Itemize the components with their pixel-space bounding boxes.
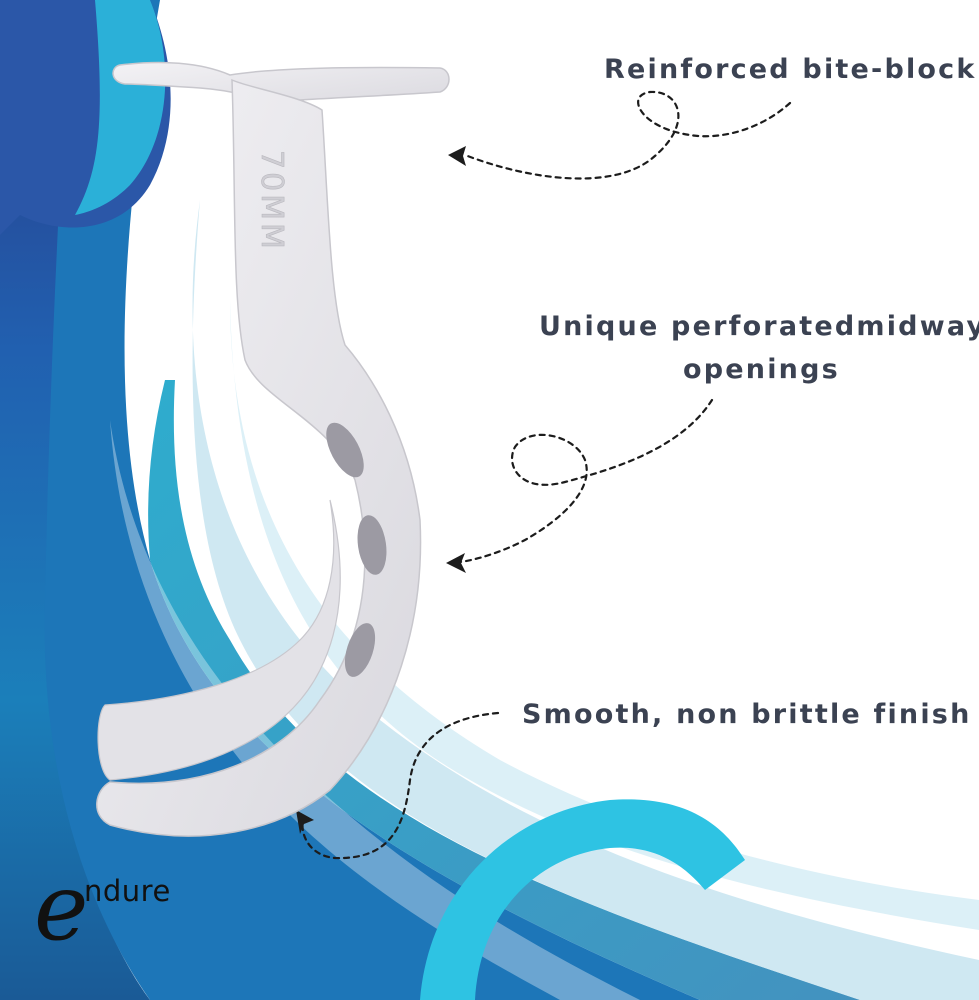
- brand-logo-initial: e: [34, 854, 89, 961]
- airway-device: 70MM: [96, 61, 450, 837]
- perforation-2: [357, 515, 387, 575]
- callout-arrow-openings: [458, 398, 714, 564]
- perforation-1: [326, 422, 364, 478]
- callout-openings-line1: Unique perforatedmidway: [539, 311, 979, 342]
- perforation-3: [344, 623, 376, 677]
- size-marking: 70MM: [254, 150, 289, 252]
- background-swoosh-ice: [192, 200, 979, 1000]
- callout-openings-line2: openings: [683, 354, 840, 385]
- callout-arrow-finish: [301, 711, 500, 860]
- background-swoosh-navy: [0, 0, 150, 1000]
- callout-arrow-bite-block: [463, 90, 792, 180]
- background-ring-top-left-cyan: [75, 0, 166, 215]
- arrowhead-bite-block: [448, 146, 466, 166]
- arrowhead-finish: [296, 810, 314, 834]
- callout-bite-block: Reinforced bite-block: [604, 54, 977, 85]
- background-arc-bottom: [420, 799, 745, 1000]
- brand-logo-text: ndure: [84, 874, 171, 908]
- arrowhead-openings: [446, 553, 466, 573]
- callout-finish: Smooth, non brittle finish: [522, 699, 972, 730]
